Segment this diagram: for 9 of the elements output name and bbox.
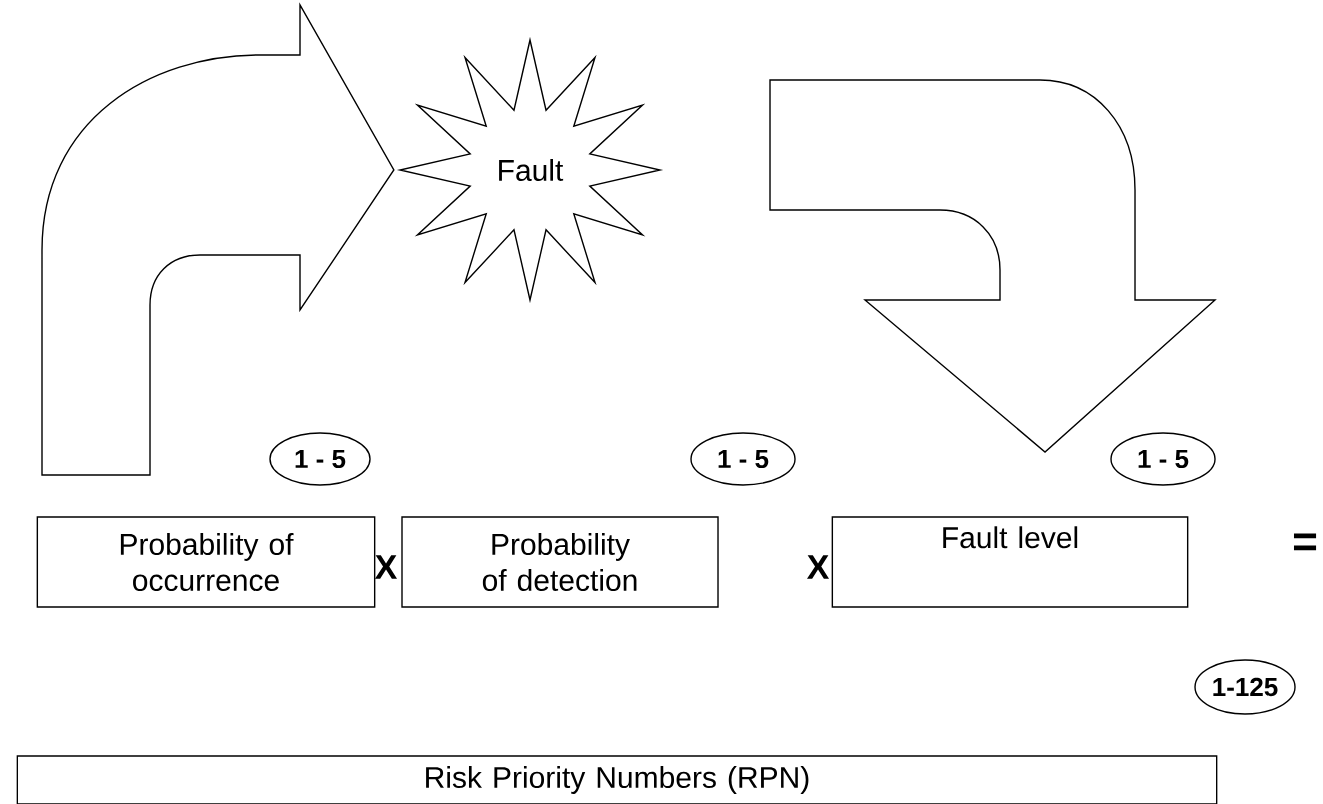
block-arrow <box>769 79 1216 453</box>
multiply-sign: X <box>375 555 398 579</box>
process-box: Probability of detection <box>401 516 719 608</box>
process-box: Probability of occurrence <box>36 516 376 608</box>
equals-sign: = <box>1294 533 1317 551</box>
block-arrow <box>41 4 395 476</box>
process-box: Risk Priority Numbers (RPN) <box>16 755 1218 804</box>
multiply-sign: X <box>807 555 830 579</box>
process-box: Fault level <box>831 516 1189 608</box>
